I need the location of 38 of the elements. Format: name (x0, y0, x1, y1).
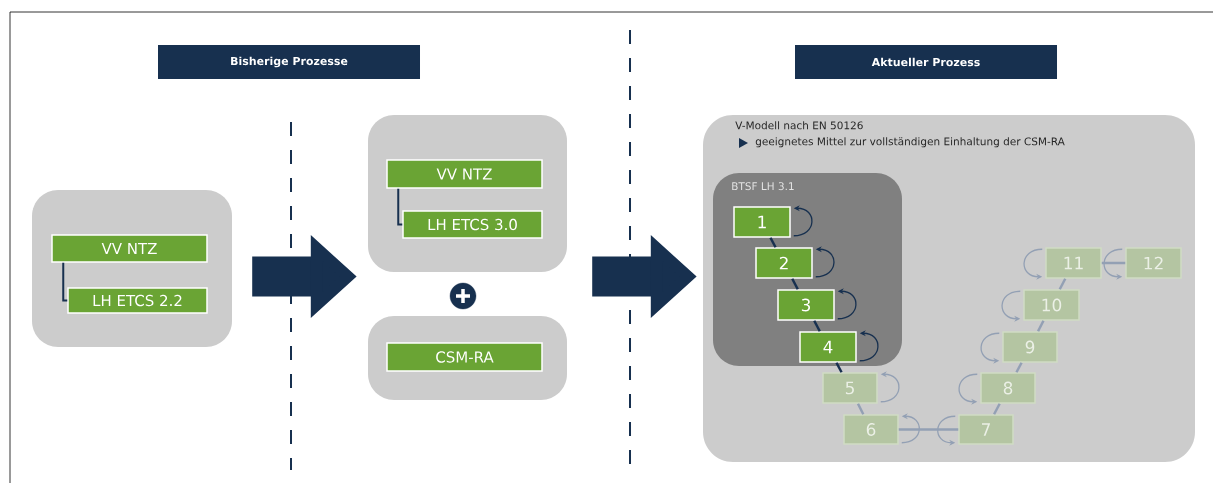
step-box: 8 (980, 372, 1036, 404)
step-box: 1 (733, 206, 791, 238)
tree-line (397, 187, 404, 226)
connector-line (1101, 261, 1126, 265)
process-box: LH ETCS 3.0 (402, 210, 543, 239)
process-box: LH ETCS 2.2 (67, 287, 208, 314)
header-banner: Bisherige Prozesse (158, 45, 420, 79)
process-box: VV NTZ (386, 159, 543, 189)
process-box: VV NTZ (51, 234, 208, 263)
connector-line (856, 403, 865, 415)
connector-line (1036, 320, 1045, 332)
connector-line (813, 320, 821, 332)
connector-line (769, 237, 777, 248)
loop-arrow (958, 373, 978, 405)
connector-line (791, 278, 799, 290)
header-banner: Aktueller Prozess (795, 45, 1057, 79)
panel-title: BTSF LH 3.1 (732, 182, 794, 191)
connector-line (1015, 362, 1023, 373)
panel-note: geeignetes Mittel zur vollständigen Einhaltung der CSM-RA (755, 137, 1065, 148)
panel-title: V-Modell nach EN 50126 (735, 121, 863, 130)
process-box: CSM-RA (386, 342, 543, 372)
connector-line (835, 362, 843, 373)
step-box: 2 (755, 247, 813, 279)
step-box: 6 (843, 414, 899, 445)
step-box: 9 (1002, 331, 1058, 363)
connector-line (898, 428, 959, 431)
loop-arrow (937, 415, 956, 446)
step-box: 10 (1023, 289, 1080, 321)
step-box: 3 (777, 289, 835, 321)
tree-line (62, 261, 69, 302)
step-box: 11 (1045, 247, 1102, 279)
step-box: 12 (1125, 247, 1182, 279)
connector-line (1058, 278, 1067, 290)
step-box: 7 (958, 414, 1014, 445)
step-box: 4 (799, 331, 857, 363)
connector-line (993, 403, 1001, 415)
loop-arrow (980, 332, 1000, 364)
step-box: 5 (822, 372, 878, 404)
